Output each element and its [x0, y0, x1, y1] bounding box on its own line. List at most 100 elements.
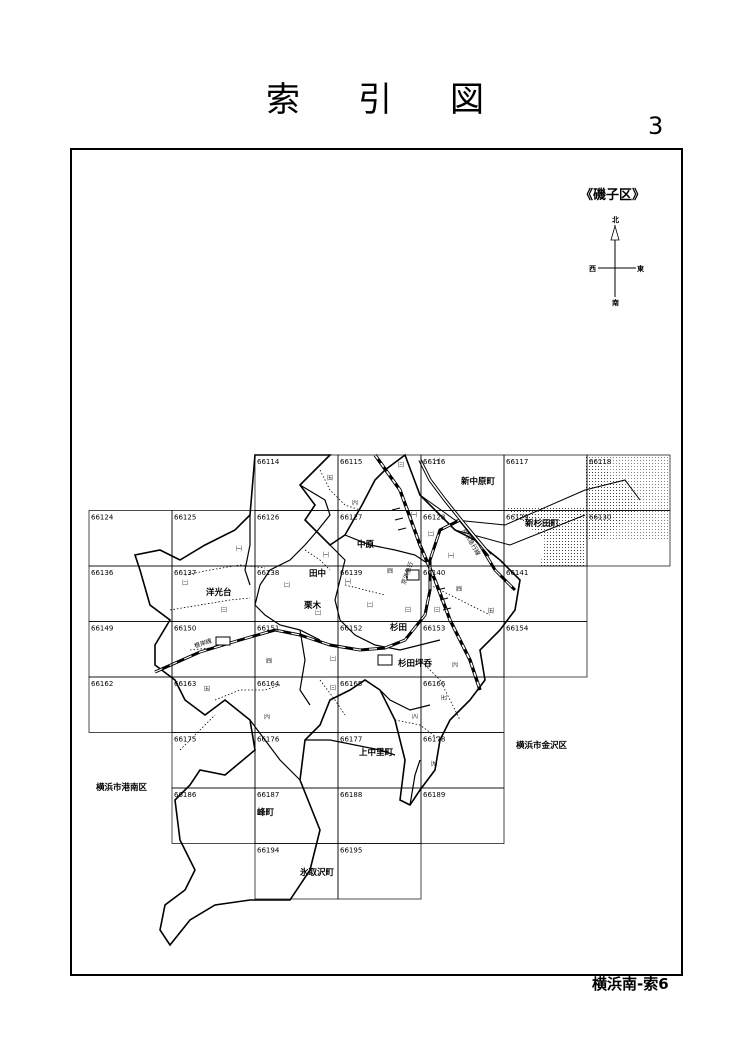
chome-mark: ㈢ — [434, 606, 440, 614]
grid-cell-label: 66164 — [257, 680, 280, 688]
grid-cell-label: 66177 — [340, 736, 362, 744]
grid-cell-label: 66176 — [257, 736, 280, 744]
grid-cell-label: 66138 — [257, 569, 279, 577]
place-name: 峰町 — [257, 807, 275, 818]
station-shin-sugita — [406, 569, 420, 581]
chome-mark: ㈡ — [428, 530, 434, 538]
grid-cell-label: 66151 — [257, 625, 279, 633]
chome-mark: ㈥ — [264, 713, 270, 721]
grid-cell-label: 66163 — [174, 680, 196, 688]
compass-north: 北 — [612, 215, 619, 224]
page-title: 索引図 — [266, 80, 542, 120]
grid-cell-label: 66139 — [340, 569, 362, 577]
chome-boundaries — [169, 469, 491, 751]
chome-mark: ㈡ — [182, 579, 188, 587]
chome-mark: ㈢ — [398, 461, 404, 469]
chome-mark: ㈠ — [411, 511, 417, 519]
grid-cell-label: 66129 — [506, 514, 528, 522]
chome-mark: ㈤ — [204, 685, 210, 693]
chome-mark: ㈠ — [434, 457, 440, 465]
chome-mark: ㈠ — [448, 552, 454, 560]
place-name: 中原 — [357, 539, 375, 550]
grid-cell-label: 66189 — [423, 791, 445, 799]
chome-mark: ㈡ — [284, 581, 290, 589]
chome-mark: ㈤ — [488, 607, 494, 615]
place-name: 氷取沢町 — [299, 867, 335, 878]
grid-cell-label: 66128 — [423, 514, 445, 522]
chome-mark: ㈦ — [441, 694, 447, 702]
grid-cell-label: 66194 — [257, 847, 280, 855]
station-yokodai — [215, 636, 231, 646]
chome-mark: ㈣ — [456, 585, 462, 593]
station-sugita — [377, 654, 393, 666]
grid-cell-label: 66162 — [91, 680, 113, 688]
chome-mark: ㈡ — [330, 655, 336, 663]
chome-mark: ㈥ — [452, 661, 458, 669]
place-name: 杉田 — [390, 622, 407, 633]
grid-cell-label: 66186 — [174, 791, 197, 799]
chome-mark: ㈡ — [367, 601, 373, 609]
grid-cell-label: 66124 — [91, 514, 114, 522]
grid-cell-label: 66137 — [174, 569, 196, 577]
town-boundaries — [244, 484, 441, 806]
grid-cell-label: 66140 — [423, 569, 445, 577]
grid-cell-label: 66127 — [340, 514, 362, 522]
grid-cell-label: 66141 — [506, 569, 528, 577]
chome-mark: ㈧ — [412, 714, 418, 721]
grid-cell-label: 66115 — [340, 458, 362, 466]
chome-mark: ㈣ — [266, 657, 272, 665]
grid-cell-label: 66149 — [91, 625, 113, 633]
compass-south: 南 — [612, 298, 619, 307]
grid-cell-label: 66125 — [174, 514, 196, 522]
place-name: 栗木 — [303, 600, 322, 611]
ward-label: 《磯子区》 — [580, 187, 645, 203]
place-name: 洋光台 — [206, 587, 232, 598]
grid-cell-label: 66153 — [423, 625, 445, 633]
chome-mark: ㈢ — [330, 684, 336, 692]
place-name: 田中 — [309, 568, 326, 579]
grid-cell-label: 66130 — [589, 514, 611, 522]
grid-cell-label: 66154 — [506, 625, 529, 633]
map-frame — [70, 148, 683, 976]
grid-cell-label: 66126 — [257, 514, 280, 522]
neighbor-ward-east: 横浜市金沢区 — [515, 740, 568, 751]
grid-cell-label: 66175 — [174, 736, 196, 744]
grid-cell-label: 66116 — [423, 458, 446, 466]
grid-cell[interactable] — [586, 510, 671, 567]
chome-mark: ㈥ — [352, 499, 358, 507]
chome-mark: ㈠ — [236, 545, 242, 553]
grid-cell-label: 66187 — [257, 791, 279, 799]
page-number: 3 — [648, 112, 664, 140]
grid-cell-label: 66118 — [589, 458, 611, 466]
grid-cell-label: 66150 — [174, 625, 196, 633]
place-name: 新杉田町 — [525, 518, 560, 529]
grid-cell-label: 66152 — [340, 625, 362, 633]
chome-mark: ㈢ — [405, 606, 411, 614]
compass-east: 東 — [637, 264, 645, 273]
grid-cell[interactable] — [503, 621, 588, 678]
grid-cell-label: 66188 — [340, 791, 362, 799]
chome-mark: ㈣ — [387, 567, 393, 575]
chome-mark: ㈢ — [221, 606, 227, 614]
grid-cell-label: 66136 — [91, 569, 114, 577]
grid-cell-label: 66195 — [340, 847, 362, 855]
place-name: 上中里町 — [359, 747, 394, 758]
chome-mark: ㈤ — [327, 474, 333, 482]
compass-west: 西 — [589, 265, 596, 273]
grid-cell-label: 66166 — [423, 680, 446, 688]
grid-cell-label: 66117 — [506, 458, 528, 466]
grid-cell[interactable] — [337, 843, 422, 900]
grid-cell[interactable] — [420, 787, 505, 844]
chome-mark: ㈠ — [323, 551, 329, 559]
place-name: 杉田坪呑 — [398, 658, 433, 669]
chome-mark: ㈨ — [431, 760, 437, 768]
chome-mark: ㈡ — [315, 609, 321, 617]
railway-negishi-line — [373, 454, 482, 691]
place-name: 新中原町 — [461, 476, 496, 487]
neighbor-ward-west: 横浜市港南区 — [95, 782, 148, 793]
chome-mark: ㈢ — [366, 541, 372, 549]
chome-mark: ㈠ — [345, 578, 351, 586]
footer-label: 横浜南-索6 — [592, 975, 669, 993]
